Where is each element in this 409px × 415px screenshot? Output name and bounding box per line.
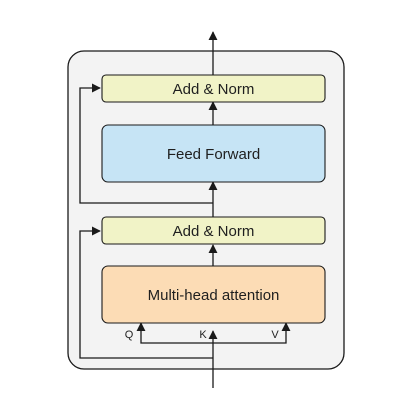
multi-head-attention-label: Multi-head attention [148, 287, 280, 304]
value-label: V [271, 329, 279, 341]
multi-head-attention-block: Multi-head attention [101, 265, 326, 324]
value-input-branch [213, 322, 291, 344]
feed-forward-block: Feed Forward [101, 124, 326, 183]
query-label: Q [125, 329, 134, 341]
add-norm-bottom-label: Add & Norm [173, 223, 255, 240]
add-norm-top-label: Add & Norm [173, 81, 255, 98]
add-norm-block-top: Add & Norm [101, 74, 326, 103]
residual-connection-top [79, 83, 213, 204]
add-norm-block-bottom: Add & Norm [101, 216, 326, 245]
query-input-branch [136, 322, 213, 344]
key-label: K [199, 329, 207, 341]
feed-forward-label: Feed Forward [167, 146, 260, 163]
residual-connection-bottom [79, 226, 213, 359]
